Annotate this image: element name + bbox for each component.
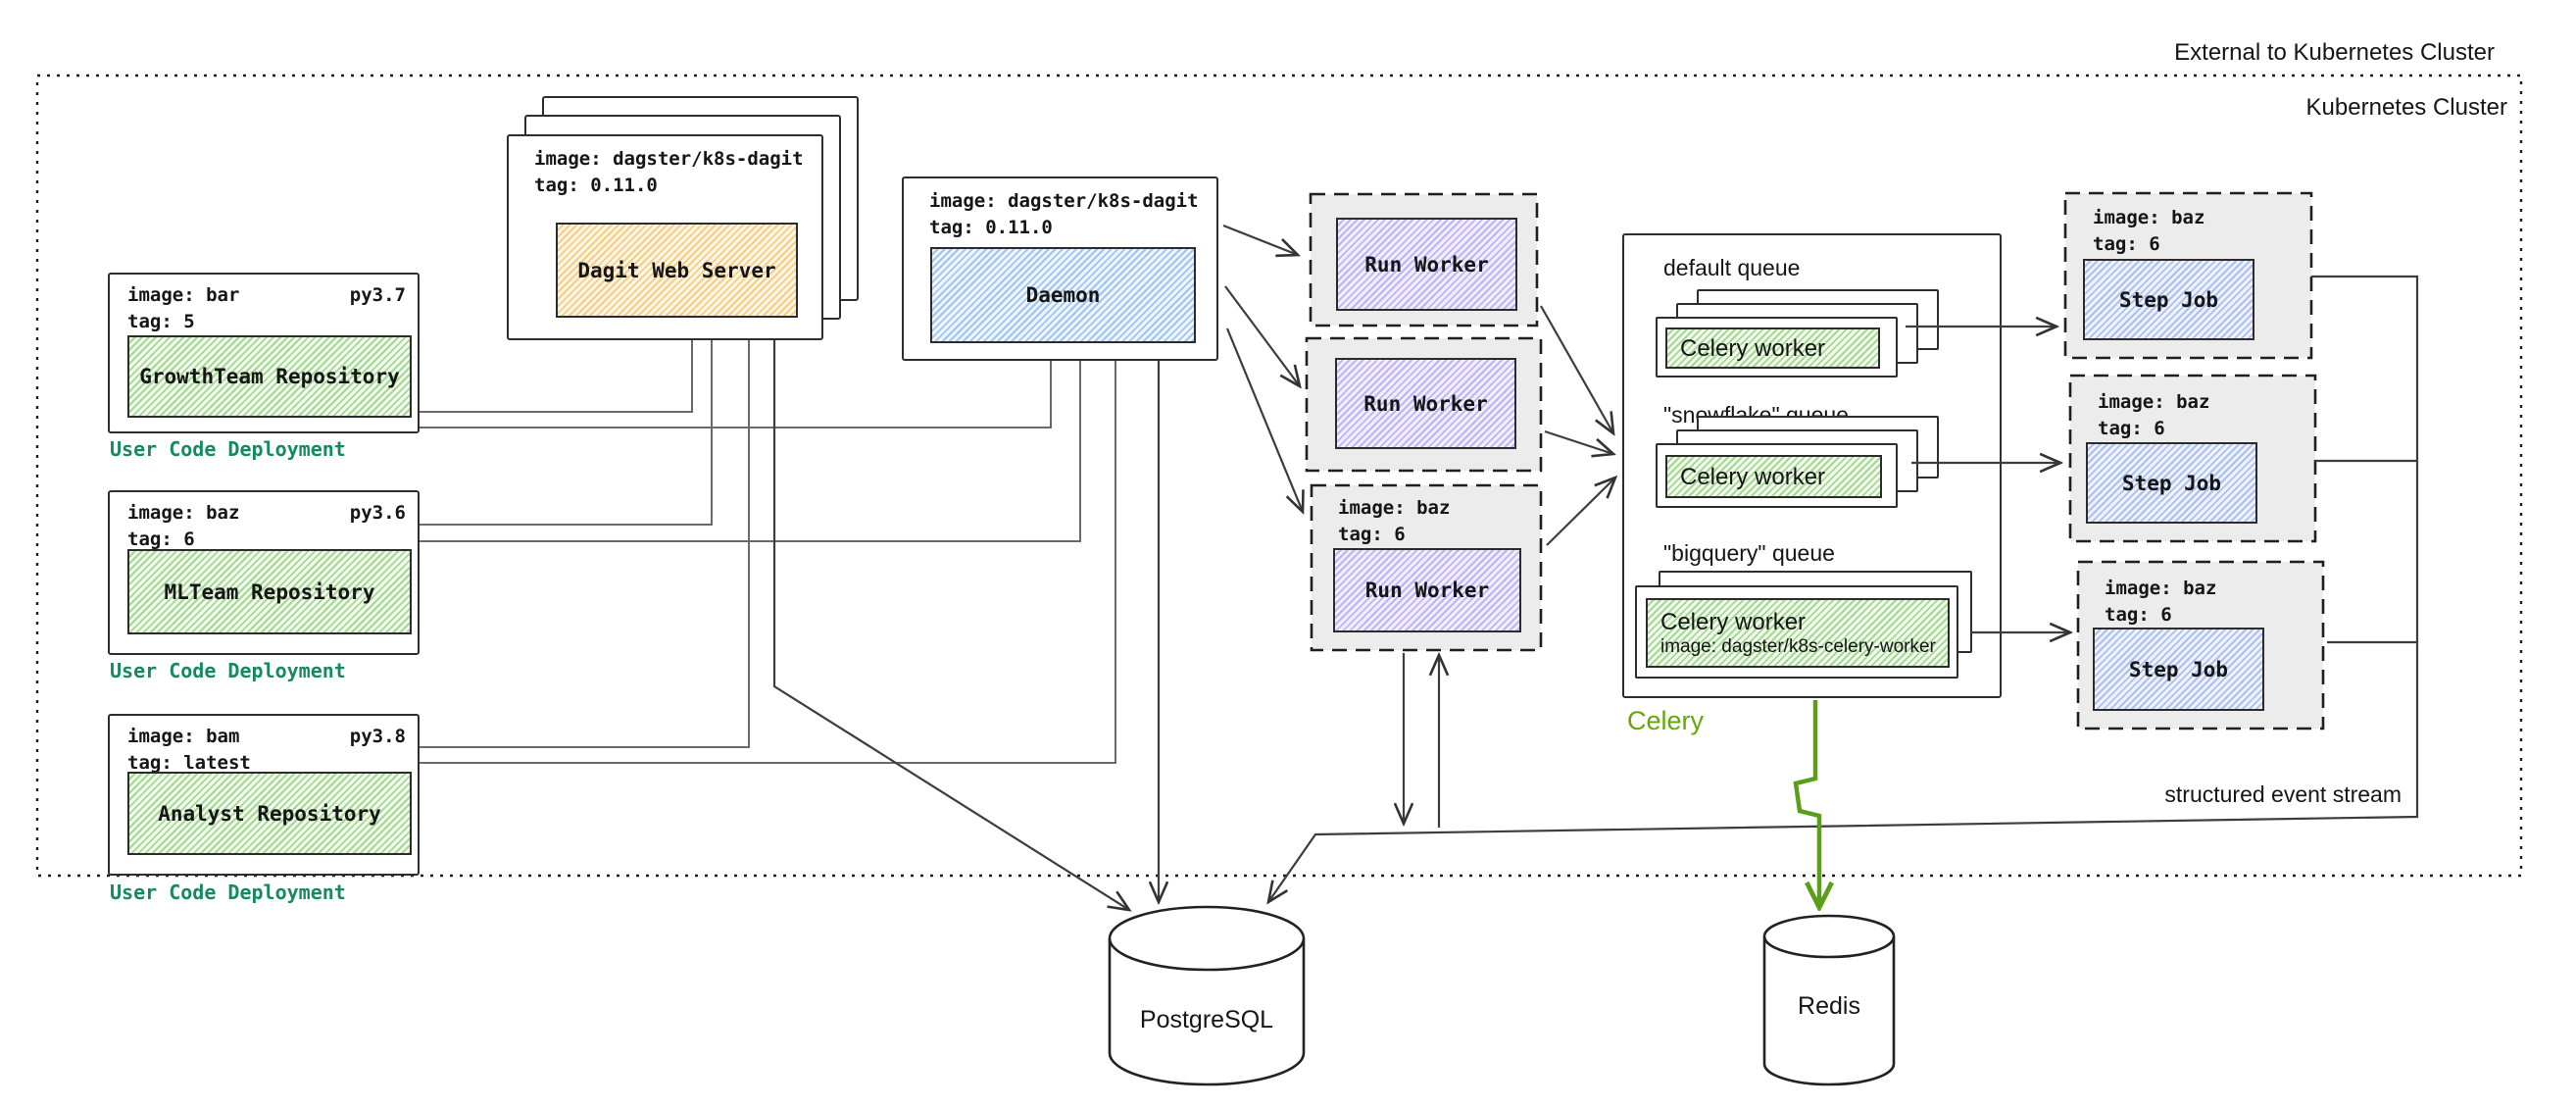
python-version-label: py3.8 [349, 726, 406, 747]
tag-label: tag: 6 [1338, 524, 1406, 545]
dagit-web-server-node: image: dagster/k8s-dagit tag: 0.11.0 Dag… [507, 134, 823, 340]
image-label: image: baz [2093, 207, 2205, 228]
celery-worker-snowflake: Celery worker [1656, 443, 1898, 508]
user-code-deployment-caption: User Code Deployment [110, 437, 346, 461]
image-label: image: baz [2105, 578, 2217, 599]
kubernetes-cluster-label: Kubernetes Cluster [2305, 94, 2507, 121]
run-worker-box: Run Worker [1336, 218, 1517, 311]
step-job-box: Step Job [2093, 628, 2264, 711]
step-job-box: Step Job [2083, 259, 2254, 340]
celery-worker-label: Celery worker [1680, 463, 1826, 490]
user-code-deployment-caption: User Code Deployment [110, 881, 346, 904]
celery-worker-bigquery: Celery worker image: dagster/k8s-celery-… [1635, 585, 1958, 679]
celery-worker-default: Celery worker [1656, 317, 1898, 378]
step-job-pod-3: image: baz tag: 6 Step Job [2078, 562, 2323, 729]
dagit-web-server-box: Dagit Web Server [556, 223, 798, 318]
celery-caption: Celery [1627, 706, 1705, 735]
tag-label: tag: 5 [127, 311, 195, 332]
tag-label: tag: 0.11.0 [534, 175, 658, 196]
external-cluster-label: External to Kubernetes Cluster [2174, 39, 2495, 66]
daemon-box: Daemon [930, 247, 1196, 343]
run-worker-box: Run Worker [1333, 548, 1521, 632]
celery-worker-label: Celery worker [1660, 608, 1807, 635]
image-label: image: baz [127, 502, 240, 524]
run-worker-pod-1: Run Worker [1311, 194, 1537, 326]
user-code-deployment-caption: User Code Deployment [110, 659, 346, 682]
daemon-node: image: dagster/k8s-dagit tag: 0.11.0 Dae… [902, 176, 1218, 361]
user-code-deployment-growthteam: image: bar tag: 5 py3.7 GrowthTeam Repos… [108, 273, 420, 433]
tag-label: tag: 6 [2105, 604, 2172, 626]
structured-event-stream-label: structured event stream [2164, 781, 2402, 807]
image-label: image: dagster/k8s-dagit [929, 190, 1199, 212]
image-label: image: bam [127, 726, 240, 747]
tag-label: tag: 6 [2098, 418, 2165, 439]
step-job-box: Step Job [2086, 442, 2257, 524]
image-label: image: baz [2098, 391, 2210, 413]
celery-worker-image-label: image: dagster/k8s-celery-worker [1660, 635, 1936, 657]
image-label: image: bar [127, 284, 240, 306]
image-label: image: baz [1338, 497, 1451, 519]
run-worker-pod-2: Run Worker [1307, 338, 1541, 471]
celery-worker-label: Celery worker [1680, 334, 1826, 362]
bigquery-queue-label: "bigquery" queue [1663, 540, 1835, 566]
tag-label: tag: 6 [2093, 233, 2160, 255]
analyst-repository-box: Analyst Repository [127, 772, 412, 855]
step-job-pod-1: image: baz tag: 6 Step Job [2065, 193, 2311, 358]
python-version-label: py3.7 [349, 284, 406, 306]
run-worker-pod-3: image: baz tag: 6 Run Worker [1312, 485, 1541, 650]
postgresql-label: PostgreSQL [1139, 1006, 1274, 1033]
default-queue-label: default queue [1663, 255, 1801, 280]
step-job-pod-2: image: baz tag: 6 Step Job [2070, 376, 2315, 541]
image-label: image: dagster/k8s-dagit [534, 148, 804, 170]
user-code-deployment-mlteam: image: baz tag: 6 py3.6 MLTeam Repositor… [108, 490, 420, 655]
run-worker-box: Run Worker [1335, 358, 1516, 449]
tag-label: tag: 0.11.0 [929, 217, 1053, 238]
user-code-deployment-analyst: image: bam tag: latest py3.8 Analyst Rep… [108, 714, 420, 876]
redis-label: Redis [1798, 992, 1860, 1020]
python-version-label: py3.6 [349, 502, 406, 524]
mlteam-repository-box: MLTeam Repository [127, 549, 412, 634]
growthteam-repository-box: GrowthTeam Repository [127, 335, 412, 418]
